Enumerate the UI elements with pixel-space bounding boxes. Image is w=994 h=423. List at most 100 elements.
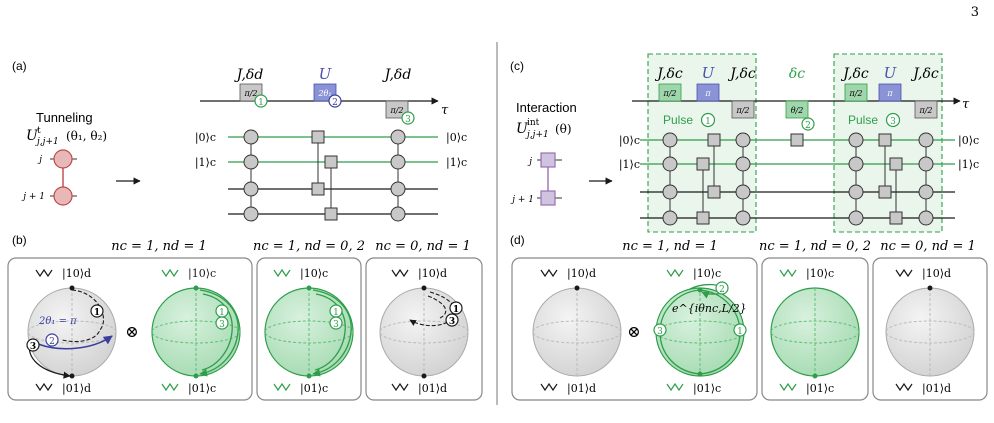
- pulse-group-1-num: 1: [705, 117, 711, 127]
- panel-b-header-3: nc = 0, nd = 1: [375, 239, 470, 254]
- panel-b-label: (b): [12, 233, 27, 247]
- sphere-d-c: |10⟩c 2 3 1 e^{iθnc,L/2} |01⟩c: [653, 267, 747, 396]
- panel-a-label: (a): [12, 59, 27, 73]
- sphere-d-d: |10⟩d |01⟩d: [532, 267, 622, 396]
- panel-d-box-1: [511, 257, 758, 401]
- d-num-2: 2: [719, 285, 725, 295]
- b-otimes: ⊗: [125, 322, 138, 341]
- b-d-bottom-ket: |01⟩d: [62, 382, 91, 396]
- panel-a-operator: U t j,j+1 (θ₁, θ₂): [26, 126, 107, 147]
- op-a-main: U: [26, 128, 39, 144]
- wire-c-out-0: |0⟩c: [958, 134, 979, 148]
- pulse-a-box-2-text: 2θ₁: [317, 89, 331, 98]
- sphere-b2-c: |10⟩c 1 3 |01⟩c: [264, 267, 354, 396]
- wire-a-in-0: |0⟩c: [195, 131, 216, 145]
- pulse-a-label-2: U: [319, 65, 333, 83]
- panel-d-header-2: nc = 1, nd = 0, 2: [759, 239, 871, 254]
- b3-top-ket: |10⟩d: [418, 267, 447, 281]
- c-box-7: π/2: [918, 106, 932, 115]
- panel-a: (a) Tunneling U t j,j+1 (θ₁, θ₂) j j + 1…: [12, 59, 467, 222]
- d-d-top-ket: |10⟩d: [567, 267, 596, 281]
- c-top-5: J,δc: [840, 66, 869, 82]
- b-d-top-ket: |10⟩d: [62, 267, 91, 281]
- d-num-1: 1: [737, 327, 743, 337]
- pulse-group-1-label: Pulse: [663, 113, 693, 127]
- wire-c-in-1: |1⟩c: [619, 158, 640, 172]
- c-box-5: π/2: [848, 89, 862, 98]
- c-top-6: U: [884, 64, 898, 82]
- wire-a-out-1: |1⟩c: [446, 156, 467, 170]
- panel-d: (d) nc = 1, nd = 1 nc = 1, nd = 0, 2 nc …: [510, 233, 988, 401]
- sphere-b3-d: |10⟩d 1 3 |01⟩d: [379, 267, 469, 396]
- d-num-3: 3: [657, 327, 663, 337]
- c-box-6: π: [886, 89, 893, 98]
- tau-a: τ: [441, 103, 449, 118]
- c-num-2: 2: [805, 121, 811, 131]
- panel-b-header-2: nc = 1, nd = 0, 2: [253, 239, 365, 254]
- d2-bottom-ket: |01⟩c: [806, 382, 834, 396]
- panel-d-header-3: nc = 0, nd = 1: [880, 239, 975, 254]
- gates-a: [243, 129, 406, 222]
- pulse-a-box-1-text: π/2: [243, 89, 257, 98]
- panel-b-box-1: [7, 257, 253, 401]
- site-j1-label: j + 1: [21, 192, 45, 202]
- d-c-bottom-ket: |01⟩c: [693, 382, 721, 396]
- sphere-b-c: |10⟩c 1 3 |01⟩c: [151, 267, 241, 396]
- op-c-args: (θ): [555, 122, 572, 136]
- tau-c: τ: [962, 97, 970, 112]
- site-j-dot: [53, 149, 73, 169]
- b2-num-3: 3: [333, 320, 339, 330]
- pulse-a-box-3: [385, 100, 409, 119]
- sphere-d2-c: |10⟩c |01⟩c: [770, 267, 860, 396]
- bc-num-3: 3: [219, 320, 225, 330]
- sphere-d3-d: |10⟩d |01⟩d: [885, 267, 975, 396]
- b-num-3: 3: [30, 342, 36, 352]
- pulse-a-num-1: 1: [258, 98, 264, 108]
- b-num-2: 2: [49, 337, 55, 347]
- op-c-sup: int: [527, 118, 540, 128]
- d-c-top-ket: |10⟩c: [693, 267, 721, 281]
- pulse-a-num-3: 3: [405, 115, 411, 125]
- pulse-a-label-3: J,δd: [382, 67, 412, 83]
- c-box-3: π/2: [735, 106, 749, 115]
- d-otimes: ⊗: [627, 322, 640, 341]
- panel-c-title: Interaction: [516, 100, 577, 115]
- bc-num-1: 1: [219, 308, 225, 318]
- d-d-bottom-ket: |01⟩d: [567, 382, 596, 396]
- d3-top-ket: |10⟩d: [922, 267, 951, 281]
- op-c-main: U: [516, 121, 529, 137]
- panel-b-header-1: nc = 1, nd = 1: [111, 239, 206, 254]
- wire-c-out-1: |1⟩c: [958, 158, 979, 172]
- site-diagram-a: j j + 1: [21, 149, 77, 206]
- b2-num-1: 1: [333, 308, 339, 318]
- page-number: 3: [971, 5, 979, 20]
- b2-top-ket: |10⟩c: [300, 267, 328, 281]
- gates-c: [662, 132, 934, 226]
- panel-d-header-1: nc = 1, nd = 1: [622, 239, 717, 254]
- wire-a-out-0: |0⟩c: [446, 131, 467, 145]
- c-box-2: π: [704, 89, 711, 98]
- site-c-j: j: [527, 157, 532, 167]
- op-c-sub: j,j+1: [525, 130, 549, 140]
- b3-bottom-ket: |01⟩d: [418, 382, 447, 396]
- sphere-b-d: |10⟩d 2θ₁ = π 1 2 3 |01⟩d: [26, 267, 117, 396]
- b3-num-3: 3: [449, 317, 455, 327]
- pulse-a-box-3-text: π/2: [389, 106, 403, 115]
- site-j1-dot: [53, 186, 73, 206]
- pulse-group-3-label: Pulse: [848, 113, 878, 127]
- b-c-top-ket: |10⟩c: [188, 267, 216, 281]
- b3-num-1: 1: [453, 305, 459, 315]
- panel-b-box-3: [365, 257, 483, 401]
- site-c-j1: j + 1: [510, 195, 534, 205]
- pulse-a-num-2: 2: [332, 98, 338, 108]
- panel-b-box-2: [256, 257, 362, 401]
- panel-c-operator: U int j,j+1 (θ): [516, 118, 572, 140]
- panel-d-box-3: [872, 257, 988, 401]
- pulse-a-label-1: J,δd: [234, 67, 264, 83]
- d2-top-ket: |10⟩c: [806, 267, 834, 281]
- c-top-4: δc: [789, 66, 805, 82]
- site-diagram-c: j j + 1: [510, 152, 562, 206]
- wire-c-in-0: |0⟩c: [619, 134, 640, 148]
- panel-c: (c) Interaction U int j,j+1 (θ) j j + 1 …: [510, 53, 979, 233]
